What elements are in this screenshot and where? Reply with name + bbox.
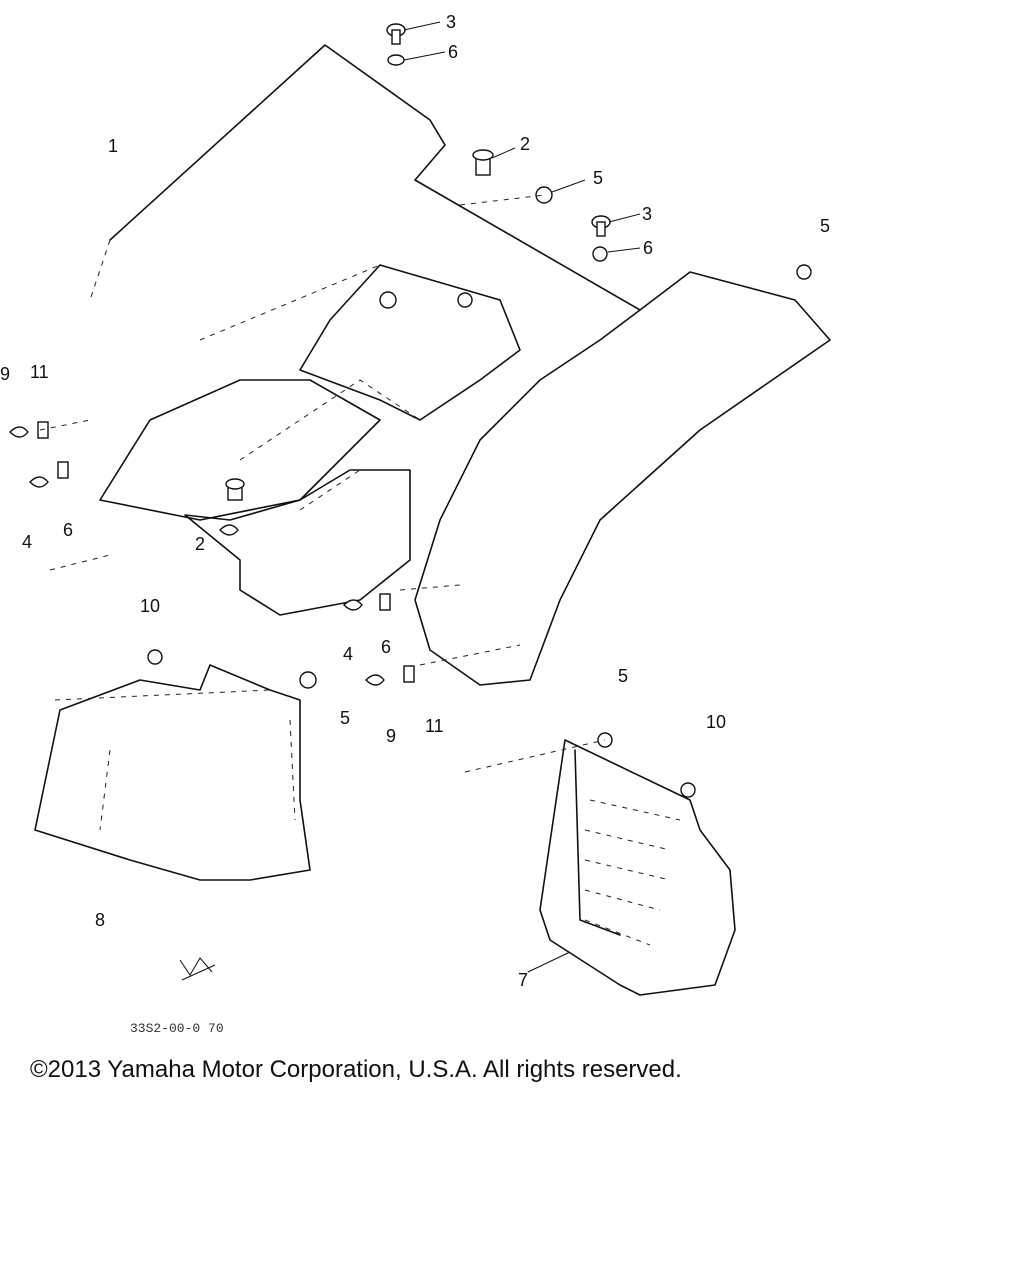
callout-10-right: 10: [706, 712, 726, 732]
left-mud-flap: [34, 664, 311, 881]
rear-fender: [89, 44, 831, 686]
callout-3-mid: 3: [642, 204, 652, 224]
callout-5-lower-right: 5: [618, 666, 628, 686]
callout-5-upper: 5: [593, 168, 603, 188]
callout-5-right: 5: [820, 216, 830, 236]
callout-9-left: 9: [0, 364, 10, 384]
callout-2-mid: 2: [195, 534, 205, 554]
callout-6-center: 6: [381, 637, 391, 657]
callout-6-left: 6: [63, 520, 73, 540]
copyright-notice: ©2013 Yamaha Motor Corporation, U.S.A. A…: [30, 1056, 682, 1083]
callout-2-top: 2: [520, 134, 530, 154]
callout-8: 8: [95, 910, 105, 930]
callout-4-left: 4: [22, 532, 32, 552]
callout-1: 1: [108, 136, 118, 156]
callout-4-center: 4: [343, 644, 353, 664]
exploded-parts-diagram: 3 6 1 2 5 3 6 5 9 11 4 6 2 10 4 6 5 5 9 …: [0, 12, 831, 1036]
callout-6-top: 6: [448, 42, 458, 62]
callout-5-center: 5: [340, 708, 350, 728]
fwd-mark-icon: [179, 957, 216, 981]
callout-9-center: 9: [386, 726, 396, 746]
callout-11-left: 11: [30, 362, 49, 382]
fasteners: [9, 23, 812, 798]
callout-3-top: 3: [446, 12, 456, 32]
callout-labels: 3 6 1 2 5 3 6 5 9 11 4 6 2 10 4 6 5 5 9 …: [0, 12, 830, 990]
callout-10-left: 10: [140, 596, 160, 616]
drawing-code: 33S2-00-0 70: [130, 1021, 224, 1036]
callout-7: 7: [518, 970, 528, 990]
right-mud-flap: [539, 739, 736, 996]
leader-lines: [39, 21, 641, 973]
callout-6-mid: 6: [643, 238, 653, 258]
callout-11-center: 11: [425, 716, 444, 736]
